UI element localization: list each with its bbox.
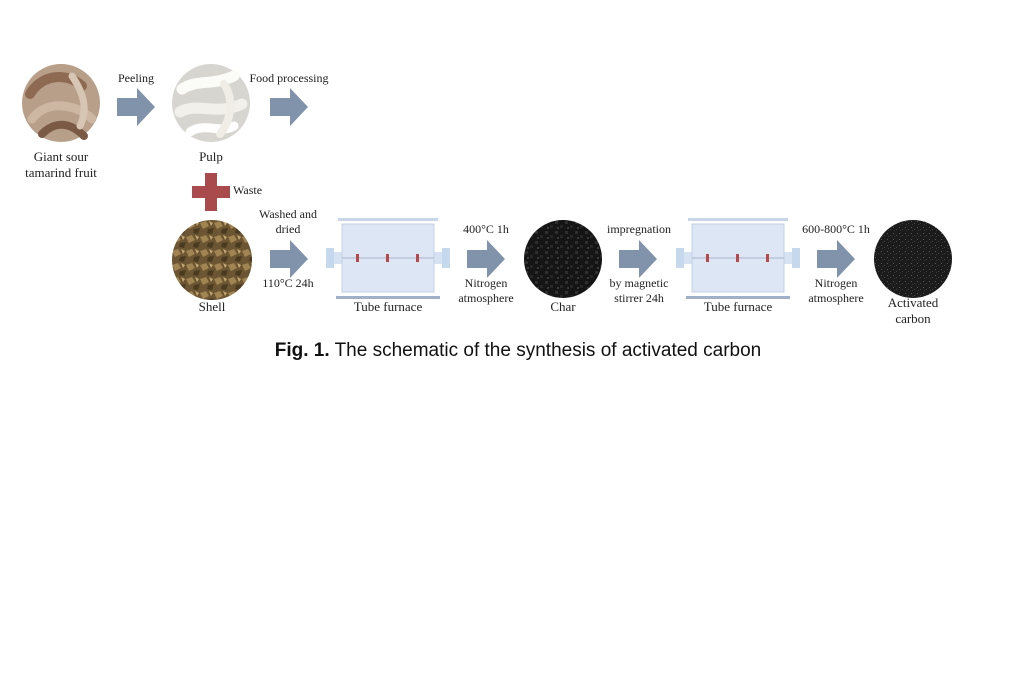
pulp-label: Pulp	[199, 149, 223, 164]
pyrolysis-arrow-icon	[467, 240, 505, 278]
figure-caption: Fig. 1. The schematic of the synthesis o…	[0, 340, 1036, 362]
waste-label: Waste	[233, 183, 263, 197]
pulp-image	[172, 64, 250, 142]
impregnation-label: impregnation	[607, 222, 671, 236]
drying-condition-label: 110°C 24h	[262, 276, 314, 290]
shell-image	[172, 220, 252, 300]
food-processing-label: Food processing	[249, 71, 329, 85]
impregnation-arrow-icon	[619, 240, 657, 278]
peeling-arrow-icon	[117, 88, 155, 126]
activation-arrow-icon	[817, 240, 855, 278]
tube-furnace-2-image	[676, 218, 800, 299]
activation-temp-label: 600-800°C 1h	[802, 222, 870, 236]
tube-furnace-1-label: Tube furnace	[353, 299, 423, 314]
char-image	[524, 220, 602, 298]
peeling-label: Peeling	[118, 71, 154, 85]
washed-arrow-icon	[270, 240, 308, 278]
char-label: Char	[550, 299, 576, 314]
tube-furnace-1-image	[326, 218, 450, 299]
pyrolysis-temp-label: 400°C 1h	[463, 222, 509, 236]
figure-caption-text: The schematic of the synthesis of activa…	[329, 340, 762, 361]
waste-plus-icon	[192, 173, 230, 211]
activated-carbon-image	[874, 220, 952, 298]
tamarind-fruit-image	[22, 64, 100, 142]
tube-furnace-2-label: Tube furnace	[703, 299, 773, 314]
food-processing-arrow-icon	[270, 88, 308, 126]
shell-label: Shell	[198, 299, 226, 314]
figure-caption-label: Fig. 1.	[274, 340, 330, 361]
